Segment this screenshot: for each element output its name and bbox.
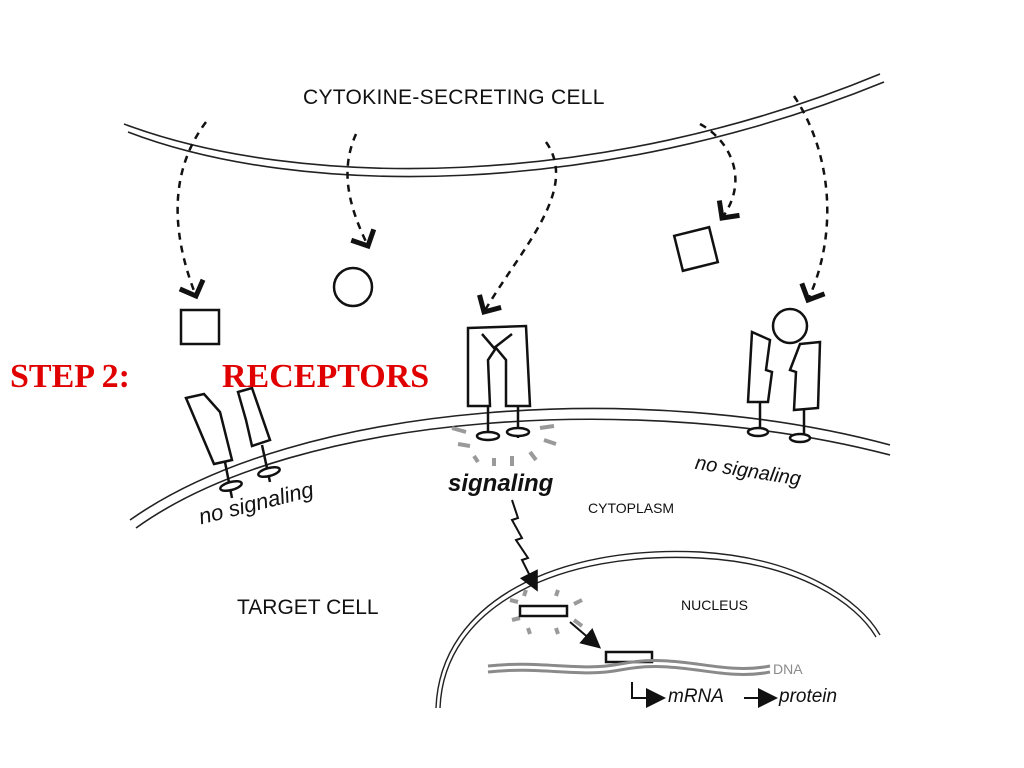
signal-transduction-arrow [510, 499, 538, 592]
signaling-label: signaling [448, 470, 554, 497]
cytoplasm-label: CYTOPLASM [588, 500, 675, 516]
receptor-left-unbound [184, 386, 281, 499]
cytokine-square-left [179, 308, 221, 346]
cytokine-square-right [672, 225, 720, 273]
transcription-factor [518, 604, 569, 618]
transcription-arrow [631, 682, 778, 708]
step-label: STEP 2: [10, 358, 130, 395]
receptor-center-bound [466, 324, 532, 442]
dna-strand [487, 659, 771, 676]
signaling-glow [451, 424, 557, 466]
receptor-right-bound [746, 307, 822, 444]
protein-label: protein [779, 686, 838, 707]
target-cell-membrane [129, 407, 891, 529]
nucleus-label: NUCLEUS [681, 597, 748, 613]
cytokine-circle-left [332, 266, 374, 308]
nucleus-membrane [435, 550, 881, 709]
dna-label: DNA [773, 661, 803, 677]
secreting-cell-membrane [123, 73, 885, 178]
receptors-label: RECEPTORS [222, 358, 430, 395]
transcription-factor-glow [509, 589, 584, 635]
secretion-arrows [176, 95, 829, 316]
target-cell-label: TARGET CELL [237, 596, 379, 619]
mrna-label: mRNA [668, 686, 724, 707]
secreting-cell-label: CYTOKINE-SECRETING CELL [303, 86, 605, 109]
tf-to-dna-arrow [569, 621, 602, 649]
